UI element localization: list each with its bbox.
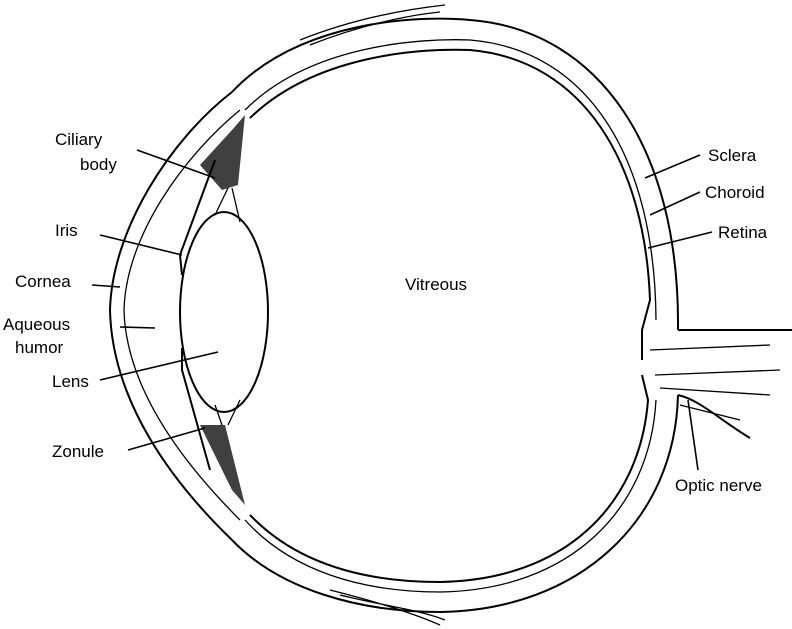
label-ciliary-body: Ciliary (55, 130, 103, 149)
leader-retina (647, 231, 713, 249)
iris (178, 159, 216, 471)
cornea-inner (123, 109, 241, 521)
label-sclera: Sclera (708, 146, 757, 165)
label-retina: Retina (718, 223, 768, 242)
retina-outline (249, 48, 652, 360)
label-ciliary-body-2: body (80, 155, 117, 174)
label-aqueous-humor-2: humor (15, 338, 64, 357)
label-iris: Iris (55, 221, 78, 240)
leader-cornea (91, 284, 121, 288)
lens (179, 211, 269, 413)
sclera-outline-bottom (231, 394, 679, 614)
leader-zonule (127, 427, 206, 451)
leader-lens (99, 351, 219, 381)
label-aqueous-humor: Aqueous (3, 315, 70, 334)
retina-outline-bottom (249, 374, 650, 584)
leader-ciliary (136, 149, 216, 179)
leader-sclera (644, 154, 701, 179)
sclera-outline (231, 17, 680, 331)
eyelid-top (299, 4, 446, 46)
zonule-fibers (214, 187, 241, 426)
leader-choroid (649, 191, 701, 216)
leader-optic-nerve (687, 399, 699, 471)
label-cornea: Cornea (15, 272, 71, 291)
ciliary-body-bottom (200, 425, 245, 505)
label-zonule: Zonule (52, 442, 104, 461)
label-vitreous: Vitreous (405, 275, 467, 294)
optic-nerve (677, 329, 792, 439)
ciliary-body-top (200, 115, 245, 190)
choroid-outline-bottom (244, 399, 657, 593)
leader-aqueous (119, 326, 156, 329)
label-choroid: Choroid (705, 183, 765, 202)
cornea-outline (108, 91, 233, 541)
optic-nerve-fibers (649, 344, 781, 421)
label-optic-nerve: Optic nerve (675, 476, 762, 495)
choroid-outline (244, 39, 657, 321)
label-lens: Lens (52, 372, 89, 391)
eyelid-bottom (329, 589, 446, 626)
leader-iris (99, 234, 183, 256)
